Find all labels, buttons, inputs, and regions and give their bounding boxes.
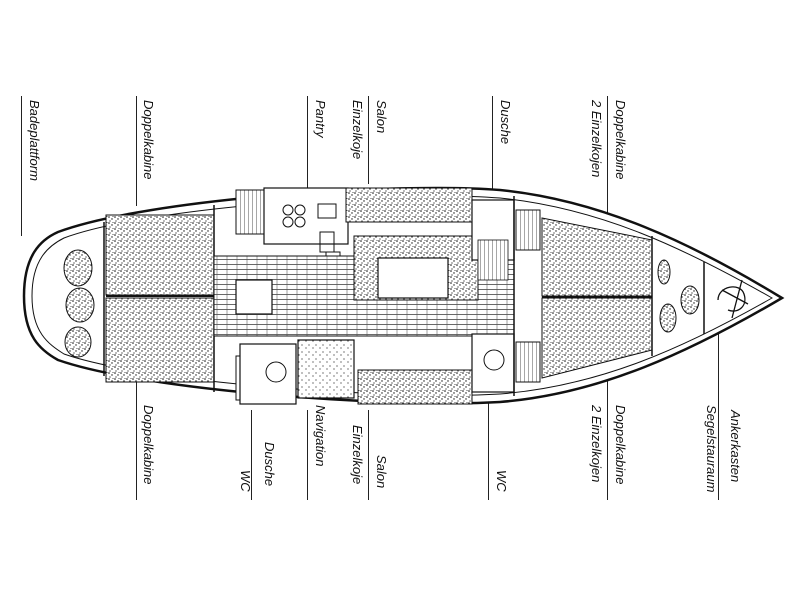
bathing-platform-cushions — [63, 249, 95, 358]
leader-wc-dusche-aft — [251, 410, 252, 500]
navigation-desk — [297, 339, 355, 399]
leader-salon-top — [368, 96, 369, 184]
leader-badeplattform — [21, 96, 22, 236]
leader-doppelkabine-bottom — [136, 380, 137, 500]
salon-table — [377, 257, 449, 299]
anchor-icon — [717, 279, 749, 319]
leader-dusche-top — [492, 96, 493, 196]
leader-navigation — [307, 410, 308, 500]
companionway-steps — [235, 279, 273, 315]
aft-cabin-berth-top — [105, 214, 215, 296]
aft-cabin-berth-bottom — [105, 297, 215, 383]
aft-head — [239, 343, 297, 405]
leader-doppelkabine-top — [136, 96, 137, 206]
leader-pantry — [307, 96, 308, 192]
leader-ankerkasten — [718, 330, 719, 500]
pantry — [263, 187, 349, 245]
leader-doppelkabine-fwd-top — [607, 96, 608, 222]
leader-doppelkabine-fwd-bottom — [607, 380, 608, 500]
leader-salon-bottom — [368, 410, 369, 500]
fwd-head — [471, 333, 515, 393]
salon-berth-bottom — [357, 369, 473, 405]
leader-wc-fwd — [488, 400, 489, 500]
salon-berth-top — [345, 187, 473, 223]
